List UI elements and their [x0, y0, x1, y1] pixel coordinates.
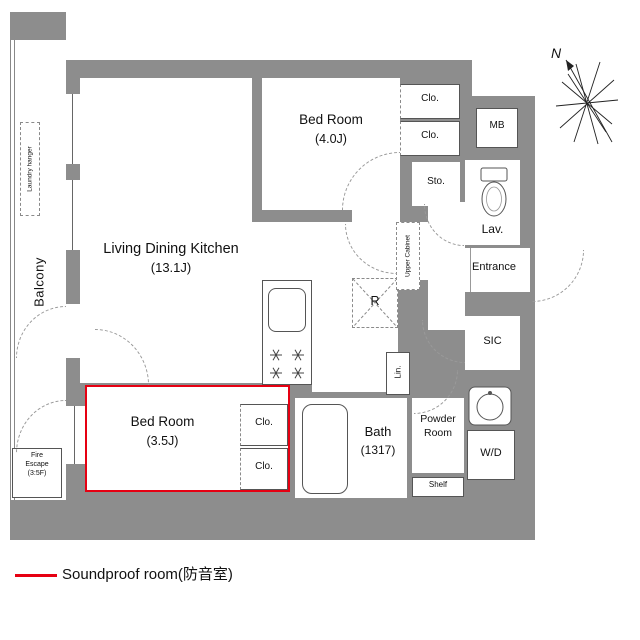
bedroom2-name-label: Bed Room	[130, 414, 195, 429]
legend-label: Soundproof room(防音室)	[62, 566, 233, 583]
kitchen-sink	[268, 288, 306, 332]
compass-rose: N	[551, 45, 619, 145]
bedroom1-closet-1	[400, 84, 460, 119]
ldk-window-1-glass	[72, 94, 73, 164]
upper-cabinet-label: Upper Cabinet	[404, 235, 412, 277]
linen-label: Lin.	[393, 365, 403, 379]
compass-north-label: N	[551, 45, 562, 61]
entrance-label: Entrance	[471, 261, 517, 273]
bedroom2-window-glass	[74, 406, 75, 464]
ldk-window-1	[66, 94, 80, 164]
entrance-door-arc	[532, 250, 584, 302]
powder-room-label: Powder Room	[410, 413, 466, 440]
refrigerator-cross-icon	[353, 279, 397, 327]
stove-icon	[270, 349, 304, 379]
washer-dryer-box	[467, 430, 515, 480]
storage-floor	[412, 162, 460, 206]
washbasin-icon	[468, 386, 512, 426]
ldk-name-label: Living Dining Kitchen	[103, 241, 239, 257]
ldk-window-2	[66, 180, 80, 250]
mb-label: MB	[489, 120, 505, 131]
toilet-icon	[480, 167, 508, 217]
sic-label: SIC	[483, 335, 502, 347]
washer-dryer-label: W/D	[480, 447, 502, 459]
balcony-railing	[10, 40, 15, 500]
lavatory-label: Lav.	[481, 222, 504, 236]
fire-escape-line3: (3:5F)	[27, 469, 47, 477]
closet-label-top-1: Clo.	[421, 93, 439, 104]
bath-name-label: Bath	[364, 424, 392, 439]
ldk-window-2-glass	[72, 180, 73, 250]
bedroom2-size-label: (3.5J)	[146, 434, 179, 448]
closet-label-bottom-1: Clo.	[255, 417, 273, 428]
fire-escape-label: Fire Escape (3:5F)	[12, 452, 62, 478]
bathtub-icon	[302, 404, 348, 494]
bedroom1-size-label: (4.0J)	[315, 132, 347, 146]
storage-label: Sto.	[427, 176, 445, 187]
bedroom2-closet-2	[240, 448, 288, 490]
balcony-label: Balcony	[31, 257, 47, 307]
bath-size-label: (1317)	[360, 443, 396, 457]
refrigerator-space	[352, 278, 398, 328]
balcony-top-wall	[10, 12, 66, 40]
fire-escape-line1: Fire	[30, 452, 44, 459]
powder-room-line2: Room	[423, 426, 452, 439]
linen-box	[386, 352, 410, 395]
shelf-box	[412, 477, 464, 497]
laundry-hanger-label: Laundry hanger	[26, 146, 34, 192]
bedroom1-closet-2	[400, 121, 460, 156]
shelf-label: Shelf	[428, 480, 448, 489]
laundry-hanger-area	[20, 122, 40, 216]
compass-north-arrowhead	[566, 60, 574, 71]
mb-box	[476, 108, 518, 148]
legend-swatch-line	[15, 574, 57, 577]
refrigerator-label: R	[370, 294, 380, 308]
bedroom1-door-opening	[352, 210, 400, 222]
bedroom2-closet-1	[240, 404, 288, 446]
bedroom1-name-label: Bed Room	[299, 112, 363, 127]
powder-room-line1: Powder	[420, 413, 456, 425]
ldk-size-label: (13.1J)	[150, 260, 192, 275]
balcony-bottom-wall	[10, 500, 66, 540]
closet-label-top-2: Clo.	[421, 130, 439, 141]
bedroom2-window	[66, 406, 85, 464]
closet-label-bottom-2: Clo.	[255, 461, 273, 472]
balcony-door-opening	[66, 304, 80, 358]
ldk-bedroom1-wall	[252, 60, 262, 222]
fire-escape-line2: Escape	[25, 460, 49, 468]
sic-floor	[465, 316, 520, 370]
entrance-step-line	[470, 248, 471, 292]
